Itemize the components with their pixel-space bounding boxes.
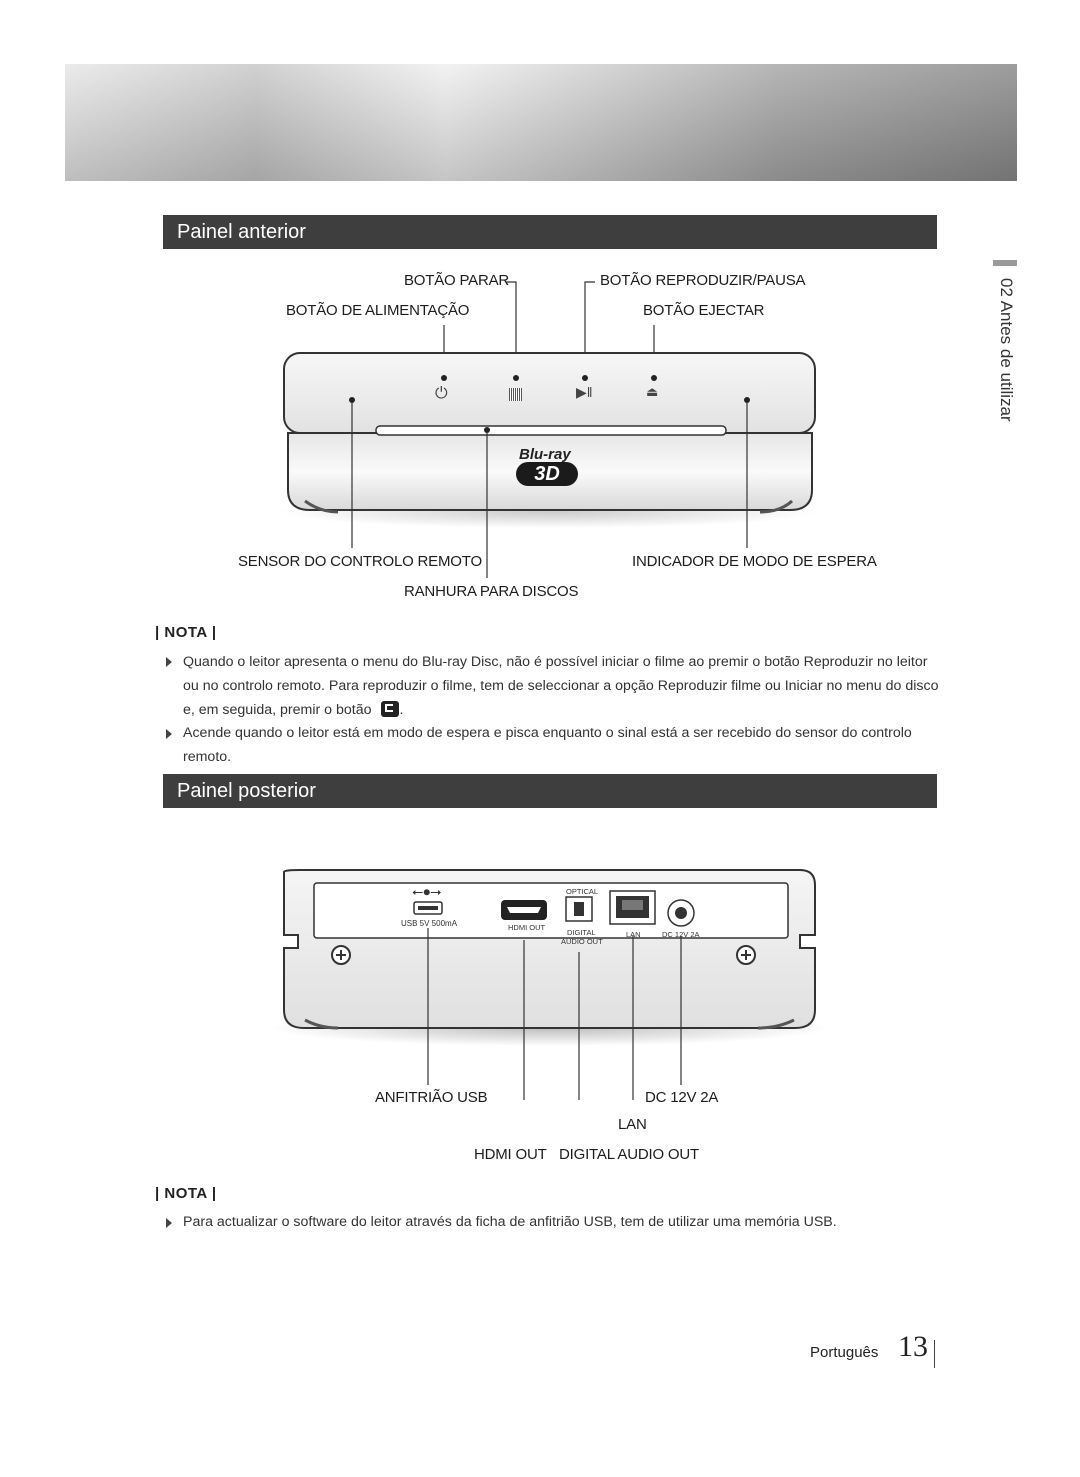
port-label-hdmi: HDMI OUT bbox=[508, 923, 546, 932]
label-remote-sensor: SENSOR DO CONTROLO REMOTO bbox=[238, 553, 482, 570]
note-front-2: Acende quando o leitor está em modo de e… bbox=[183, 725, 912, 765]
port-label-audio-out: AUDIO OUT bbox=[561, 937, 603, 946]
note-rear-1: Para actualizar o software do leitor atr… bbox=[183, 1214, 837, 1230]
label-hdmi-out: HDMI OUT bbox=[474, 1146, 547, 1163]
footer-divider bbox=[934, 1340, 935, 1368]
port-label-usb: USB 5V 500mA bbox=[401, 919, 458, 928]
bullet-icon bbox=[166, 657, 172, 667]
label-dc-input: DC 12V 2A bbox=[645, 1089, 719, 1106]
rear-panel-heading: Painel posterior bbox=[163, 774, 937, 808]
port-label-lan: LAN bbox=[626, 930, 641, 939]
label-power-button: BOTÃO DE ALIMENTAÇÃO bbox=[286, 302, 470, 319]
front-panel-heading: Painel anterior bbox=[163, 215, 937, 249]
label-digital-audio-out: DIGITAL AUDIO OUT bbox=[559, 1146, 699, 1163]
label-usb-host: ANFITRIÃO USB bbox=[375, 1089, 488, 1106]
port-label-optical: OPTICAL bbox=[566, 887, 599, 896]
note-heading-rear: | NOTA | bbox=[155, 1185, 217, 1202]
page-number: 13 bbox=[898, 1330, 928, 1363]
stop-icon bbox=[509, 388, 522, 401]
eject-icon: ⏏ bbox=[646, 384, 659, 399]
rear-panel-illustration bbox=[269, 869, 829, 1100]
note-heading-front: | NOTA | bbox=[155, 624, 217, 641]
bluray-3d-logo: 3D bbox=[516, 462, 578, 486]
front-lower-leader-lines bbox=[351, 403, 748, 578]
label-play-pause-button: BOTÃO REPRODUZIR/PAUSA bbox=[600, 272, 806, 289]
label-stop-button: BOTÃO PARAR bbox=[404, 272, 510, 289]
label-eject-button: BOTÃO EJECTAR bbox=[643, 302, 765, 319]
header-banner bbox=[65, 64, 1017, 181]
note-front-1-text: Quando o leitor apresenta o menu do Blu-… bbox=[183, 654, 939, 718]
bullet-icon bbox=[166, 729, 172, 739]
label-standby-indicator: INDICADOR DE MODO DE ESPERA bbox=[632, 553, 877, 570]
enter-button-icon bbox=[381, 701, 400, 717]
usb-icon: ⭠⦁⭢ bbox=[412, 883, 442, 899]
label-disc-slot: RANHURA PARA DISCOS bbox=[404, 583, 579, 600]
port-label-digital: DIGITAL bbox=[567, 928, 596, 937]
power-icon: ⏻ bbox=[435, 385, 448, 402]
bluray-logo-text: Blu-ray bbox=[519, 446, 571, 463]
note-front-1: Quando o leitor apresenta o menu do Blu-… bbox=[183, 654, 939, 718]
chapter-tab-marker bbox=[993, 260, 1017, 266]
play-pause-icon: ▶‖ bbox=[576, 384, 593, 400]
bullet-icon bbox=[166, 1218, 172, 1228]
label-lan: LAN bbox=[618, 1116, 647, 1133]
port-label-dc: DC 12V 2A bbox=[662, 930, 700, 939]
footer-language: Português bbox=[810, 1344, 879, 1361]
